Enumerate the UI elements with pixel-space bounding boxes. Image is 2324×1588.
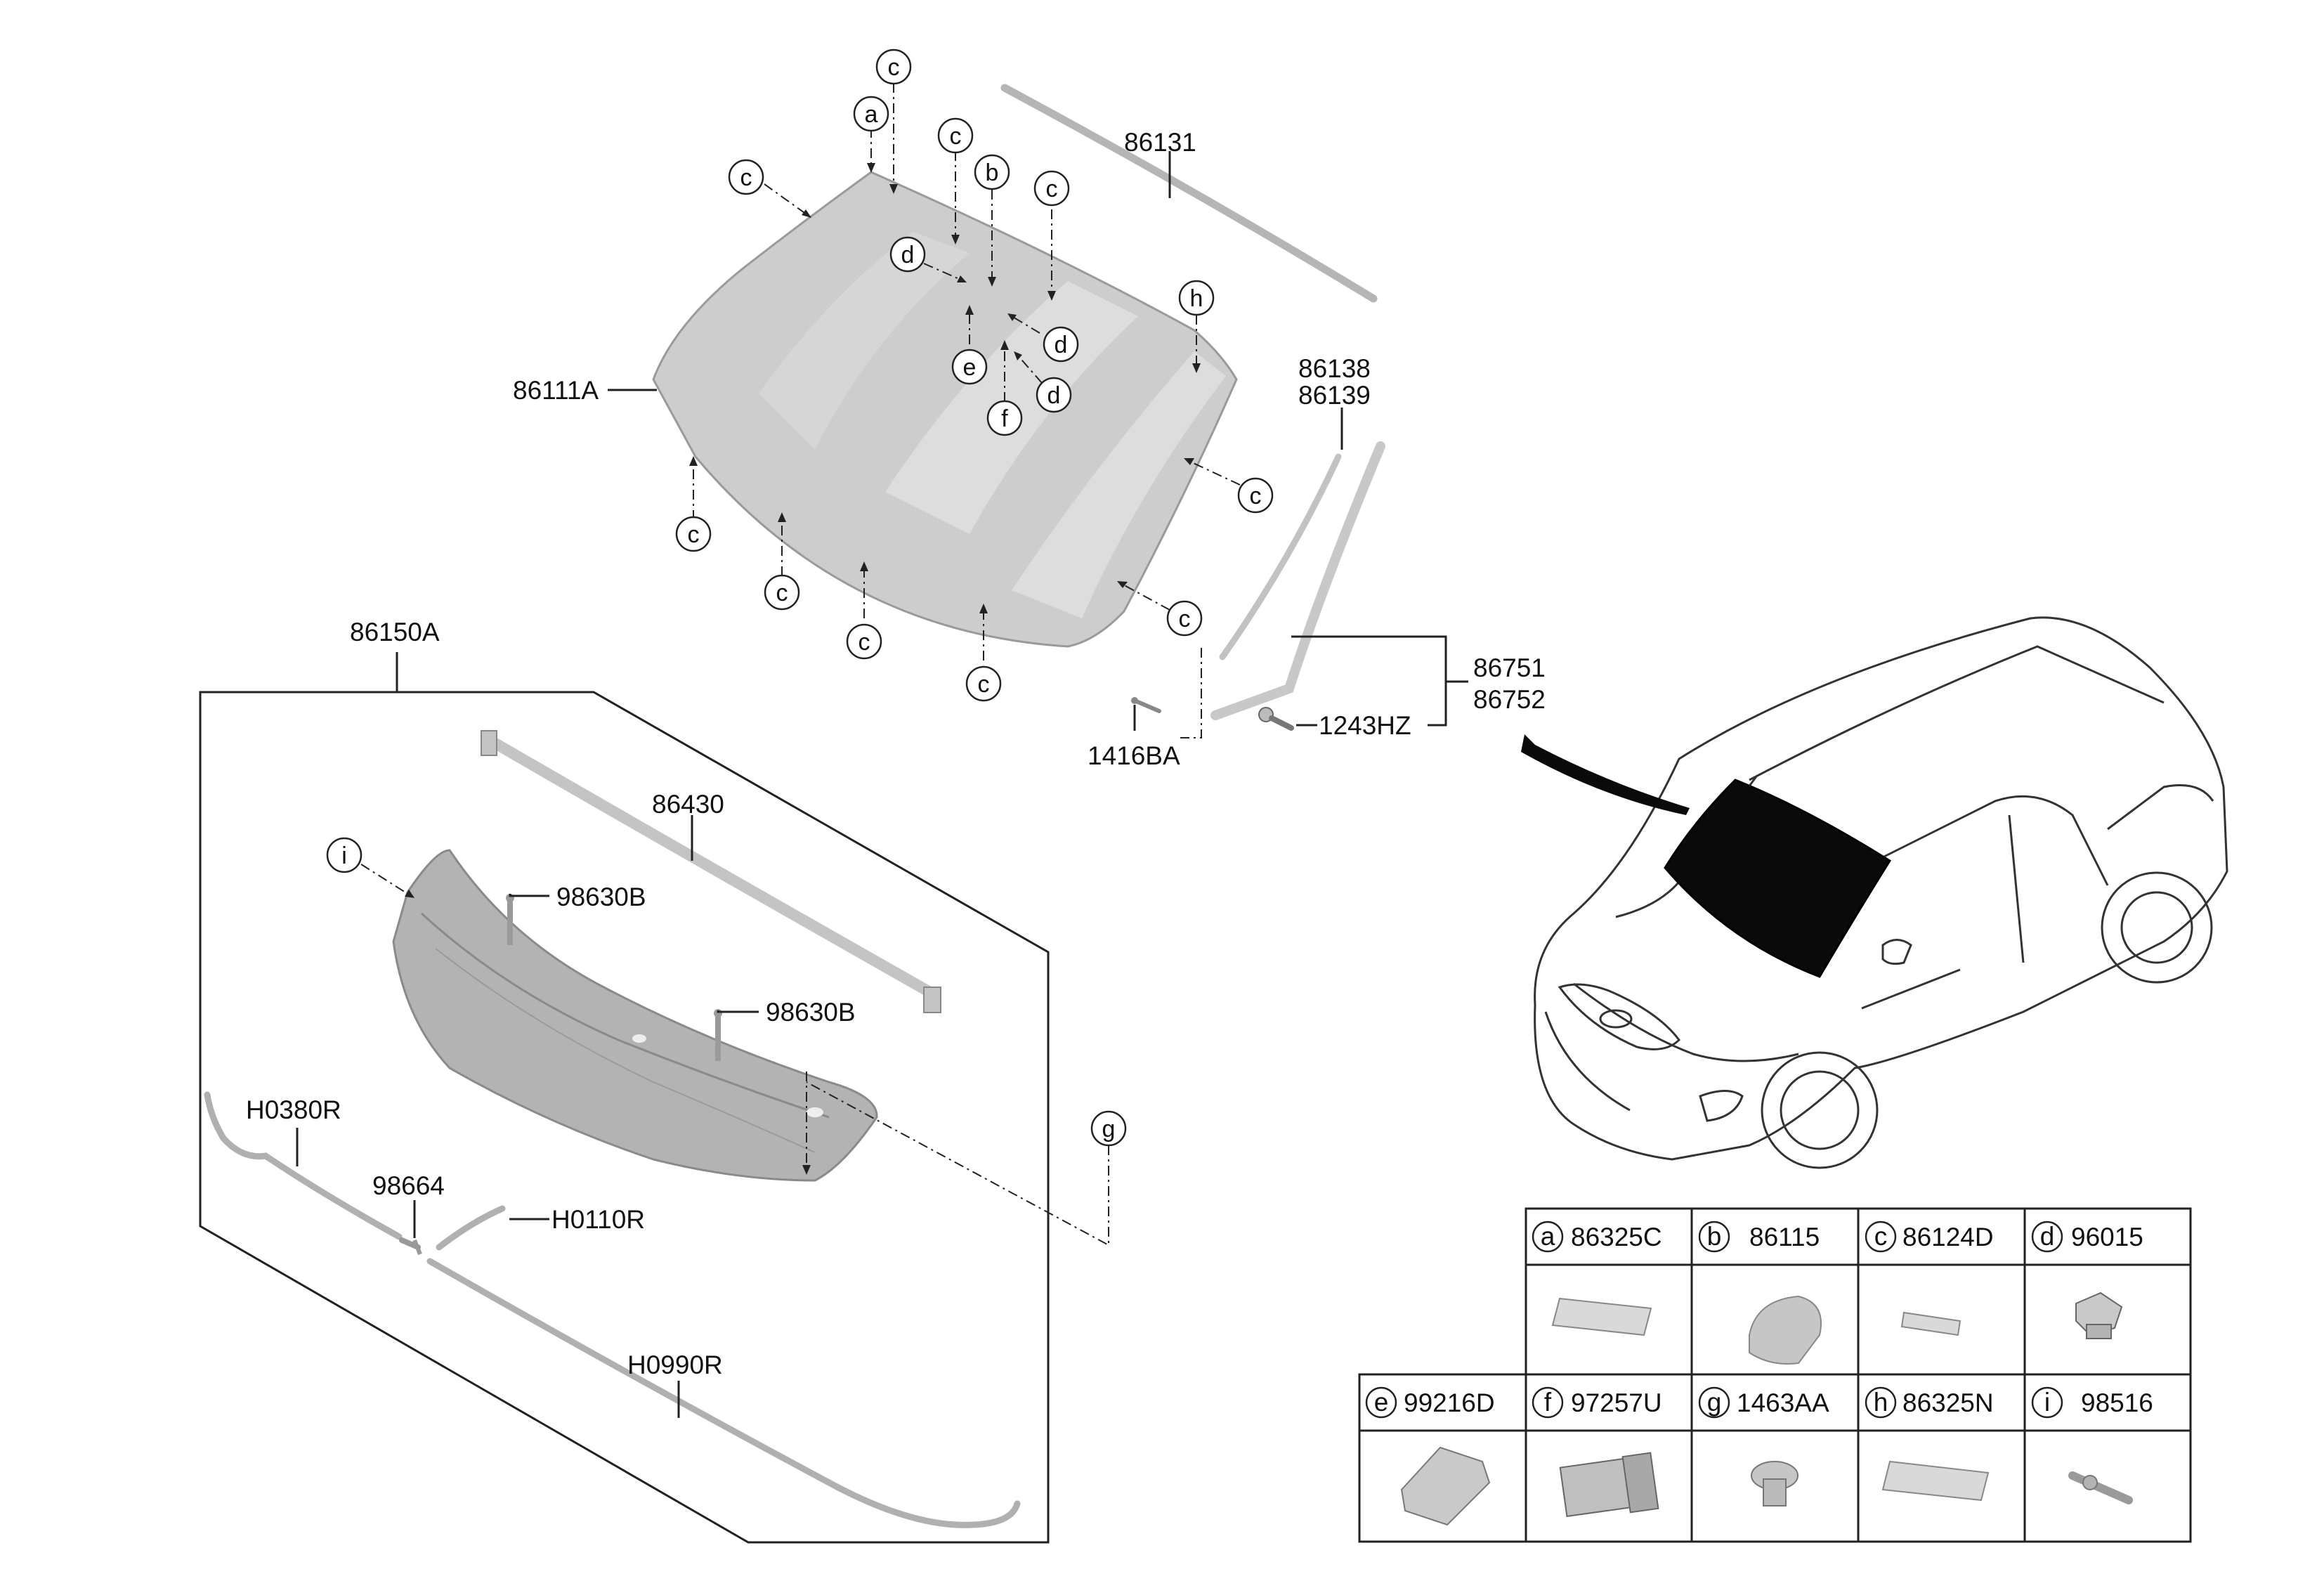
hose-long-label: H0990R	[627, 1351, 723, 1379]
vehicle-pointer	[1521, 734, 1690, 815]
thumb-86325C	[1551, 1297, 1652, 1336]
molding-label-a: 86138	[1298, 354, 1371, 383]
thumb-98516	[2068, 1471, 2133, 1504]
side-molding-label-a: 86751	[1473, 653, 1546, 682]
callout-c-9: c	[1250, 483, 1262, 509]
callout-i: i	[341, 842, 347, 869]
screw-part[interactable]	[1258, 707, 1294, 731]
callout-c-8: c	[978, 671, 990, 698]
legend-letter-f: f	[1544, 1388, 1552, 1417]
cowl-seal[interactable]	[486, 736, 933, 996]
legend-letter-a: a	[1541, 1222, 1555, 1251]
legend-part-b: 86115	[1749, 1223, 1820, 1251]
callout-c-5: c	[688, 521, 700, 548]
connector-label: 98664	[372, 1171, 445, 1200]
callout-h: h	[1190, 285, 1203, 312]
thumb-99216D	[1400, 1446, 1491, 1526]
legend-part-f: 97257U	[1571, 1388, 1662, 1417]
thumb-96015	[2075, 1291, 2123, 1339]
thumb-97257U	[1559, 1452, 1659, 1518]
thumb-86124D	[1900, 1311, 1961, 1336]
side-molding-label-b: 86752	[1473, 685, 1546, 714]
callout-d-2: d	[1055, 332, 1068, 358]
screw-label: 1243HZ	[1319, 711, 1411, 740]
hose-left-label: H0380R	[246, 1095, 341, 1124]
hose-connector[interactable]	[399, 1237, 422, 1256]
callout-d-1: d	[901, 242, 915, 268]
upper-strip-label: 86131	[1124, 128, 1196, 157]
callout-c-1: c	[740, 164, 752, 191]
legend-part-g: 1463AA	[1737, 1388, 1829, 1417]
clip-part[interactable]	[1131, 697, 1161, 713]
cowl-assy-frame	[199, 691, 1050, 1544]
legend-part-d: 96015	[2071, 1223, 2143, 1251]
legend-letter-d: d	[2040, 1222, 2055, 1251]
legend-part-e: 99216D	[1404, 1388, 1495, 1417]
legend-table	[1358, 1207, 2192, 1543]
side-molding-strip-inner[interactable]	[1219, 453, 1342, 660]
legend-part-c: 86124D	[1902, 1223, 1994, 1251]
legend-part-h: 86325N	[1902, 1388, 1994, 1417]
hose-mid-label: H0110R	[551, 1205, 645, 1234]
side-molding-strip-outer[interactable]	[1210, 441, 1385, 720]
windshield-glass-label: 86111A	[513, 376, 599, 405]
legend-letter-h: h	[1874, 1388, 1888, 1417]
callout-c-2: c	[888, 54, 900, 81]
cowl-seal-label: 86430	[652, 790, 724, 819]
callout-b: b	[986, 160, 999, 186]
callout-c-3: c	[950, 123, 962, 150]
callout-f: f	[1001, 405, 1008, 432]
legend-letter-b: b	[1707, 1222, 1722, 1251]
vehicle-windshield-highlight	[1664, 779, 1892, 978]
thumb-86325N	[1881, 1460, 1990, 1502]
hose-left[interactable]	[204, 1091, 403, 1240]
legend-letter-c: c	[1874, 1222, 1888, 1251]
callout-e: e	[963, 354, 977, 381]
hose-mid[interactable]	[436, 1205, 506, 1251]
callout-d-3: d	[1047, 382, 1061, 409]
nozzle-label-top: 98630B	[556, 883, 646, 911]
callout-g: g	[1102, 1116, 1116, 1143]
legend-letter-i: i	[2044, 1388, 2050, 1417]
molding-label-b: 86139	[1298, 381, 1371, 410]
windshield-glass[interactable]	[652, 171, 1238, 648]
callout-c-6: c	[776, 580, 788, 606]
legend-part-i: 98516	[2081, 1388, 2153, 1417]
legend-part-a: 86325C	[1571, 1223, 1662, 1251]
callout-a: a	[865, 101, 878, 128]
windshield-upper-strip[interactable]	[1000, 84, 1378, 303]
cowl-panel[interactable]	[392, 849, 878, 1182]
thumb-1463AA	[1751, 1461, 1799, 1506]
callout-c-7: c	[859, 629, 870, 656]
hose-long[interactable]	[426, 1258, 1021, 1528]
legend-letter-e: e	[1374, 1388, 1389, 1417]
legend-letter-g: g	[1707, 1388, 1722, 1417]
nozzle-label-mid: 98630B	[766, 998, 856, 1027]
callout-c-10: c	[1179, 606, 1191, 632]
clip-label: 1416BA	[1088, 741, 1180, 770]
cowl-assy-label: 86150A	[350, 618, 440, 646]
vehicle-illustration	[1534, 616, 2228, 1169]
callout-c-4: c	[1046, 176, 1058, 202]
thumb-86115	[1749, 1295, 1822, 1365]
